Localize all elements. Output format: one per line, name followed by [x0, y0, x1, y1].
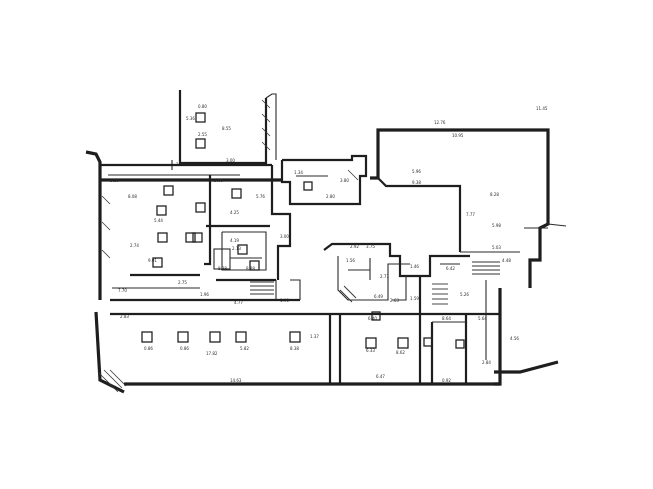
dim-right-h: 8.28	[490, 192, 499, 197]
dim-bot-c: 17.82	[206, 351, 218, 356]
dim-l-d: 4.25	[230, 210, 239, 215]
dim-mid-c: 3.80	[340, 178, 349, 183]
dim-right-f: 4.48	[502, 258, 511, 263]
dim-mid-a: 1.34	[294, 170, 303, 175]
dim-bot-f: 6.33	[366, 348, 375, 353]
dim-right-top: 12.76	[434, 120, 446, 125]
dim-c-a: 2.92	[350, 244, 359, 249]
dim-l-top: 8.50	[110, 178, 119, 183]
dim-top-a: 5.36	[186, 116, 195, 121]
dim-c-b: 3.75	[366, 244, 375, 249]
dim-l-a: 3.00	[214, 178, 223, 183]
dim-mid-b: 2.80	[326, 194, 335, 199]
dim-c-c: 1.56	[346, 258, 355, 263]
dim-l-m: 8.88	[246, 266, 255, 271]
dim-far-b: 4.56	[510, 336, 519, 341]
dim-bot-n: 8.62	[396, 350, 405, 355]
dim-l-j: 2.74	[130, 243, 139, 248]
dim-bot-h: 0.92	[442, 378, 451, 383]
dim-right-a: 10.95	[452, 133, 464, 138]
dim-right-c: 9.38	[412, 180, 421, 185]
dim-bot-m: 1.37	[310, 334, 319, 339]
dim-top-b: 0.80	[198, 104, 207, 109]
dim-c-h: 6.42	[446, 266, 455, 271]
dim-c-g: 1.59	[410, 296, 419, 301]
dim-bot-e: 6.40	[368, 316, 377, 321]
dim-top-f: 3.00	[226, 158, 235, 163]
dim-l-i: 2.75	[178, 280, 187, 285]
dim-bot-i: 2.84	[482, 360, 491, 365]
dim-l-g: 3.00	[280, 234, 289, 239]
dim-l-c: 5.44	[154, 218, 163, 223]
lower-hall: 2.83 0.86 17.82 14.63 6.40 6.33 6.47 0.9…	[94, 280, 559, 394]
top-tower-room: 5.36 0.80 2.55 8.55 2.55 3.00	[171, 90, 277, 170]
dim-bot-g: 6.47	[376, 374, 385, 379]
dim-l-p: 1.90	[280, 298, 289, 303]
dim-l-o: 4.77	[234, 300, 243, 305]
dim-l-n: 1.96	[200, 292, 209, 297]
dim-bot-b: 0.86	[144, 346, 153, 351]
dim-right-e: 5.03	[492, 245, 501, 250]
dim-l-b: 8.08	[128, 194, 137, 199]
dim-right-g: 7.77	[466, 212, 475, 217]
dim-top-c: 2.55	[198, 132, 207, 137]
dim-l-k: 7.70	[118, 288, 127, 293]
dim-bot-d: 14.63	[230, 378, 242, 383]
dim-top-d: 8.55	[222, 126, 231, 131]
dim-l-h: 9.01	[148, 258, 157, 263]
dim-c-i: 1.46	[410, 264, 419, 269]
left-upper-block: 8.50 3.00 8.08 5.44 4.25 5.76 4.19 3.00 …	[85, 150, 301, 305]
right-large-room: 12.76 10.95 5.96 9.38 5.98 5.03 4.48 7.7…	[370, 106, 567, 288]
dim-c-e: 6.49	[374, 294, 383, 299]
dim-right-b: 5.96	[412, 169, 421, 174]
dim-c-k: 5.26	[460, 292, 469, 297]
dim-c-d: 2.77	[380, 274, 389, 279]
dim-corner: 11.45	[536, 106, 548, 111]
dim-l-f: 4.19	[230, 238, 239, 243]
dim-l-l: 2.13	[232, 246, 241, 251]
dim-c-f: 2.63	[390, 298, 399, 303]
dim-bot-l: 0.86	[180, 346, 189, 351]
middle-small-room: 1.34 2.80 3.80	[280, 154, 368, 206]
center-core: 2.92 3.75 1.56 2.77 6.49 2.63 1.59 6.42 …	[323, 242, 500, 322]
dim-bot-k: 8.38	[290, 346, 299, 351]
dim-bot-j: 5.82	[240, 346, 249, 351]
dim-right-d: 5.98	[492, 223, 501, 228]
dim-l-q: 8.38	[218, 266, 227, 271]
dim-c-j: 8.64	[442, 316, 451, 321]
dim-far-a: 5.64	[478, 316, 487, 321]
dim-l-e: 5.76	[256, 194, 265, 199]
dim-bot-a: 2.83	[120, 314, 129, 319]
